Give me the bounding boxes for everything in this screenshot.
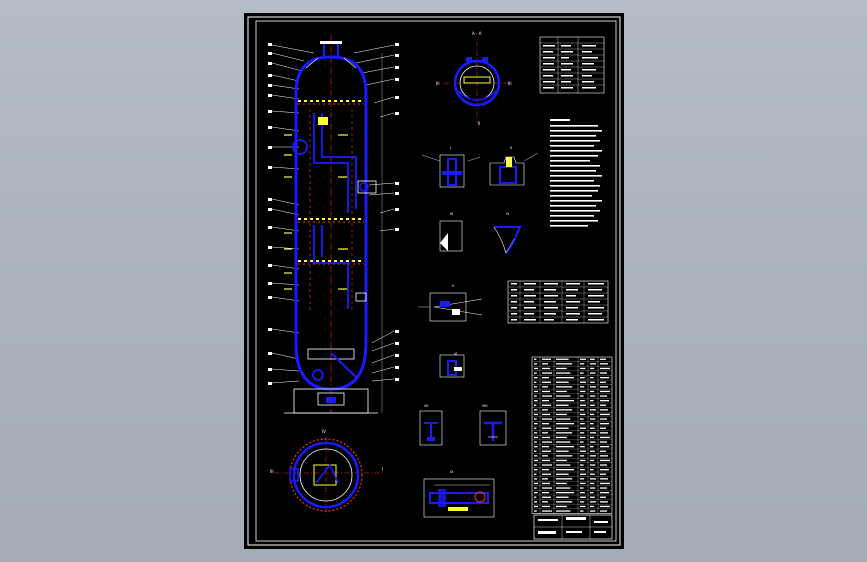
detail-view-2: II — [489, 146, 539, 186]
detail-view-7: VII — [419, 404, 443, 446]
detail-5-label: V — [452, 284, 455, 288]
tower-column-elevation — [268, 35, 399, 414]
detail-view-5: V — [418, 284, 483, 322]
downcomer-marker — [318, 117, 328, 125]
cad-drawing-sheet: IV III I A - A III III II — [244, 13, 624, 549]
internal-downcomer — [313, 113, 357, 213]
detail-7-label: VII — [424, 404, 428, 408]
top-section-shell — [453, 59, 501, 107]
side-inlet-nozzle — [357, 180, 377, 194]
outer-frame — [247, 16, 621, 546]
detail-6-label: VI — [454, 352, 457, 356]
detail-4-label: IV — [506, 212, 510, 216]
detail-view-1: I — [421, 146, 481, 188]
bottom-section-label-left: III — [270, 469, 274, 474]
detail-2-label: II — [510, 146, 512, 150]
lower-downcomer — [313, 225, 349, 309]
top-flange — [320, 41, 342, 44]
nozzle-table — [507, 280, 609, 324]
title-block — [533, 514, 613, 540]
technical-requirements-notes — [550, 119, 602, 227]
top-section-label: A - A — [472, 31, 482, 36]
section-nozzle — [289, 468, 299, 482]
inner-weir — [313, 464, 337, 486]
detail-8-label: VIII — [482, 404, 488, 408]
inner-frame — [255, 20, 617, 542]
bottom-section-label-top: IV — [322, 429, 326, 434]
internal-dashed — [309, 109, 353, 313]
detail-3-label: III — [450, 212, 453, 216]
side-manway — [292, 139, 308, 155]
top-section-label-left: III — [436, 81, 440, 86]
leader-lines-right — [353, 44, 395, 382]
detail-1-label: I — [450, 146, 451, 150]
parts-list — [531, 356, 613, 514]
shell-ring — [292, 441, 360, 509]
detail-view-8: VIII — [479, 404, 507, 446]
detail-view-3: III — [439, 212, 463, 252]
tray-bands — [298, 100, 364, 265]
leader-label-ticks — [268, 43, 399, 385]
detail-view-9: IX — [423, 470, 495, 518]
lower-nozzle — [355, 292, 367, 302]
bottom-baffle — [307, 348, 355, 360]
top-section-label-right: III — [508, 81, 512, 86]
bottom-manway — [312, 369, 324, 381]
technical-characteristics-table — [539, 36, 605, 94]
bottom-section-label-right: I — [382, 467, 383, 472]
detail-9-label: IX — [450, 470, 454, 474]
top-cross-section: A - A III III II — [436, 31, 512, 126]
bottom-cross-section: IV III I — [270, 429, 384, 515]
top-section-label-bottom: II — [478, 121, 480, 126]
detail-view-6: VI — [439, 352, 465, 378]
skirt-opening — [326, 397, 336, 403]
detail-view-4: IV — [493, 212, 522, 254]
packing-marks — [284, 134, 348, 290]
